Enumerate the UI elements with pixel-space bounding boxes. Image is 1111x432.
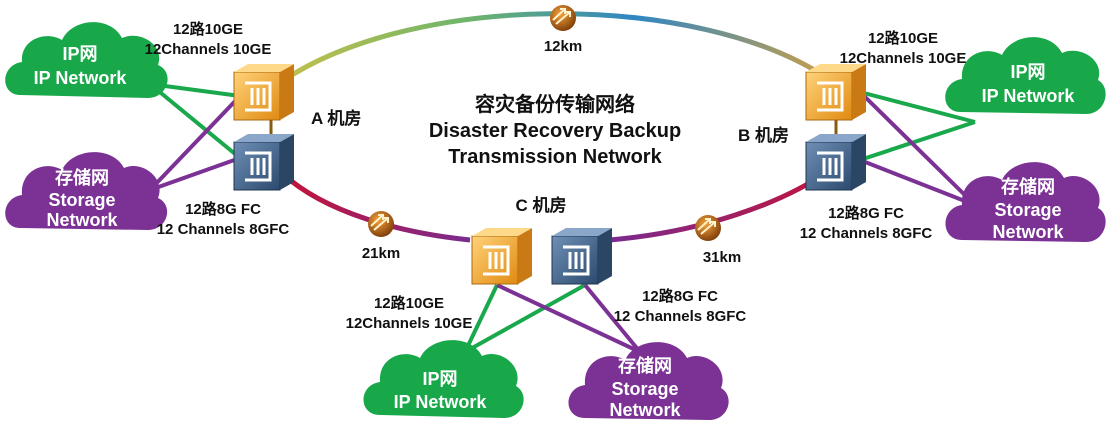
distance-ac-label: 21km <box>362 245 400 262</box>
site-b-storage-device[interactable] <box>805 134 866 191</box>
storage-cloud-cn-label: 存储网 <box>55 167 109 188</box>
site-b-fc-en-label: 12 Channels 8GFC <box>800 225 933 242</box>
ip-cloud-cn-label: IP网 <box>1010 62 1045 82</box>
ip-cloud-a: IP网 IP Network <box>5 22 168 98</box>
site-b-ip-device[interactable] <box>805 64 866 121</box>
site-c-label: C 机房 <box>516 195 567 215</box>
ip-cloud-cn-label: IP网 <box>62 44 97 64</box>
site-c-storage-device[interactable] <box>551 228 612 285</box>
wdm-storage-device-icon <box>233 141 281 191</box>
site-a-ge-cn-label: 12路10GE <box>173 20 243 38</box>
distance-ab-label: 12km <box>544 38 582 55</box>
storage-cloud-en-label-2: Network <box>992 222 1064 242</box>
storage-cloud-en-label-2: Network <box>46 210 118 230</box>
site-a-fc-cn-label: 12路8G FC <box>185 200 261 218</box>
site-b-label: B 机房 <box>738 125 789 145</box>
site-a-storage-device[interactable] <box>233 134 294 191</box>
diagram-title-en-2: Transmission Network <box>448 146 662 168</box>
site-c-fc-en-label: 12 Channels 8GFC <box>614 308 747 325</box>
diagram-title-cn: 容灾备份传输网络 <box>475 92 635 116</box>
cloud-icon <box>363 340 524 418</box>
amplifier-ac <box>368 211 394 237</box>
site-a-links <box>148 82 242 192</box>
cloud-icon <box>5 22 168 98</box>
cloud-icon <box>945 162 1106 242</box>
amplifier-ab <box>550 5 576 31</box>
distance-bc-label: 31km <box>703 249 741 266</box>
site-b-ge-en-label: 12Channels 10GE <box>840 50 967 67</box>
cloud-icon <box>945 37 1106 114</box>
site-c-ge-en-label: 12Channels 10GE <box>346 315 473 332</box>
site-b-fc-cn-label: 12路8G FC <box>828 204 904 222</box>
ip-cloud-en-label: IP Network <box>982 86 1076 106</box>
site-b-links <box>858 90 977 207</box>
site-c-ip-device[interactable] <box>471 228 532 285</box>
diagram-title-en-1: Disaster Recovery Backup <box>429 120 681 142</box>
storage-cloud-b: 存储网 Storage Network <box>945 162 1106 242</box>
storage-cloud-a: 存储网 Storage Network <box>5 152 168 230</box>
ip-cloud-c: IP网 IP Network <box>363 340 524 418</box>
site-a-ge-en-label: 12Channels 10GE <box>145 41 272 58</box>
cloud-icon <box>568 342 729 420</box>
ip-cloud-en-label: IP Network <box>34 68 128 88</box>
cloud-icon <box>5 152 168 230</box>
storage-cloud-en-label-1: Storage <box>994 200 1061 220</box>
storage-cloud-c: 存储网 Storage Network <box>568 342 729 420</box>
storage-cloud-cn-label: 存储网 <box>1001 176 1055 197</box>
site-a-ip-device[interactable] <box>233 64 294 121</box>
storage-cloud-cn-label: 存储网 <box>618 355 672 376</box>
storage-cloud-en-label-1: Storage <box>48 190 115 210</box>
ip-cloud-b: IP网 IP Network <box>945 37 1106 114</box>
site-c-links <box>463 283 642 354</box>
storage-cloud-en-label-1: Storage <box>611 379 678 399</box>
ring-top-arc <box>268 11 832 92</box>
site-b-ge-cn-label: 12路10GE <box>868 29 938 47</box>
ip-cloud-en-label: IP Network <box>394 392 488 412</box>
site-a-fc-en-label: 12 Channels 8GFC <box>157 221 290 238</box>
amplifier-bc <box>695 215 721 241</box>
site-a-label: A 机房 <box>311 108 361 128</box>
storage-cloud-en-label-2: Network <box>609 400 681 420</box>
site-c-fc-cn-label: 12路8G FC <box>642 287 718 305</box>
ip-cloud-cn-label: IP网 <box>422 369 457 389</box>
site-c-ge-cn-label: 12路10GE <box>374 294 444 312</box>
